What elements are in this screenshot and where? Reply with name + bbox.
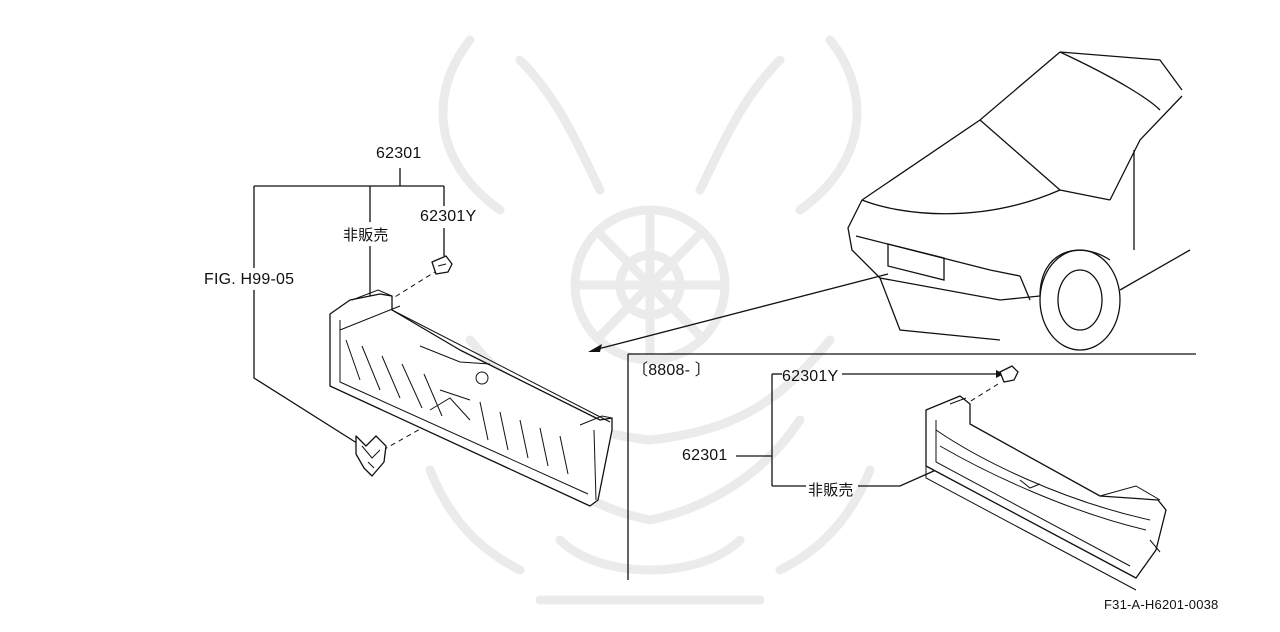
car-illustration bbox=[847, 51, 1191, 351]
grille-part-inset bbox=[925, 395, 1167, 591]
label-inset-not-sold: 非販売 bbox=[808, 481, 854, 499]
label-clip-part-number: 62301Y bbox=[420, 208, 477, 225]
clip-part-inset bbox=[999, 365, 1019, 383]
grille-part-main bbox=[329, 289, 613, 507]
label-inset-main-part-number: 62301 bbox=[682, 447, 728, 464]
label-figure-reference: FIG. H99-05 bbox=[204, 271, 295, 288]
emblem-part bbox=[355, 435, 387, 477]
inset-frame bbox=[627, 353, 1196, 580]
arrow-car-to-grille bbox=[588, 273, 889, 352]
label-not-sold: 非販売 bbox=[343, 226, 389, 244]
label-main-part-number: 62301 bbox=[376, 145, 422, 162]
label-drawing-code: F31-A-H6201-0038 bbox=[1104, 597, 1219, 612]
callout-tree-main bbox=[253, 168, 446, 451]
callout-tree-inset bbox=[736, 370, 1004, 487]
clip-part-left bbox=[431, 255, 453, 275]
label-inset-date-range: 〔8808- 〕 bbox=[632, 362, 711, 379]
label-inset-clip-part-number: 62301Y bbox=[782, 368, 839, 385]
